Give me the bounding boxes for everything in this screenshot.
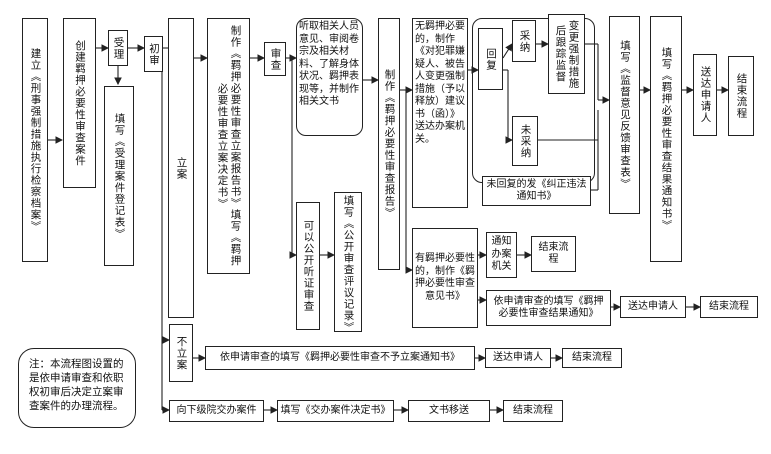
result-notice-apply-node: 依申请审查的填写《羁押必要性审查结果通知》 (486, 290, 611, 326)
correction-notice-node: 未回复的发《纠正违法通知书》 (482, 176, 591, 206)
not-file-node: 不立案 (169, 324, 193, 382)
not-adopt-node: 未采纳 (512, 116, 538, 166)
hear-opinions-node: 听取相关人员意见、审阅卷宗及相关材料、了解身体状况、羁押表现等，并制作相关文书 (296, 18, 363, 136)
create-case-node: 创建羁押必要性审查案件 (63, 18, 96, 188)
accept-node: 受理 (108, 30, 128, 66)
adopt-node: 采纳 (512, 20, 536, 62)
deliver-applicant-node-2: 送达申请人 (620, 296, 686, 318)
public-hearing-node: 可以公开听证审查 (296, 202, 320, 330)
end-node-5: 结束流程 (503, 400, 563, 422)
notify-agency-node: 通知办案机关 (486, 232, 517, 278)
hearing-record-node: 填写《公开审查评议记录》 (334, 192, 362, 333)
not-file-notice-node: 依申请审查的填写《羁押必要性审查不予立案通知书》 (205, 346, 475, 370)
register-form-node: 填写《受理案件登记表》 (104, 86, 134, 266)
end-node-4: 结束流程 (562, 348, 622, 368)
filing-report-node: 制作《羁押必要性审查立案报告书》填写《羁押必要性审查立案决定书》 (207, 18, 250, 274)
end-node-2: 结束流程 (531, 236, 576, 272)
deliver-applicant-node-3: 送达申请人 (485, 348, 551, 368)
track-supervision-node: 变更强制措施后跟踪监督 (548, 14, 585, 94)
end-node: 结束流程 (728, 56, 754, 136)
handover-decision-node: 填写《交办案件决定书》 (277, 400, 394, 422)
initial-review-node: 初审 (144, 36, 163, 72)
handover-node: 向下级院交办案件 (169, 400, 264, 422)
file-case-node: 立案 (168, 18, 194, 318)
result-notice-node: 填写《羁押必要性审查结果通知书》 (650, 16, 682, 262)
footnote: 注：本流程图设置的是依申请审查和依职权初审后决定立案审查案件的办理流程。 (18, 348, 136, 428)
review-node: 审查 (264, 42, 286, 76)
feedback-form-node: 填写《监督意见反馈审查表》 (609, 16, 640, 214)
create-archive-node: 建立《刑事强制措施执行检察档案》 (22, 18, 48, 262)
deliver-applicant-node: 送达申请人 (693, 54, 717, 136)
necessity-opinion-node: 有羁押必要性的，制作《羁押必要性审查意见书》 (412, 228, 478, 328)
transfer-docs-node: 文书移送 (408, 400, 490, 422)
reply-node: 回复 (478, 28, 503, 90)
end-node-3: 结束流程 (700, 296, 758, 318)
review-report-node: 制作《羁押必要性审查报告》 (378, 18, 400, 270)
change-measures-node: 无羁押必要的，制作《对犯罪嫌疑人、被告人变更强制措施（予以释放）建议书（函）》送… (412, 18, 468, 208)
